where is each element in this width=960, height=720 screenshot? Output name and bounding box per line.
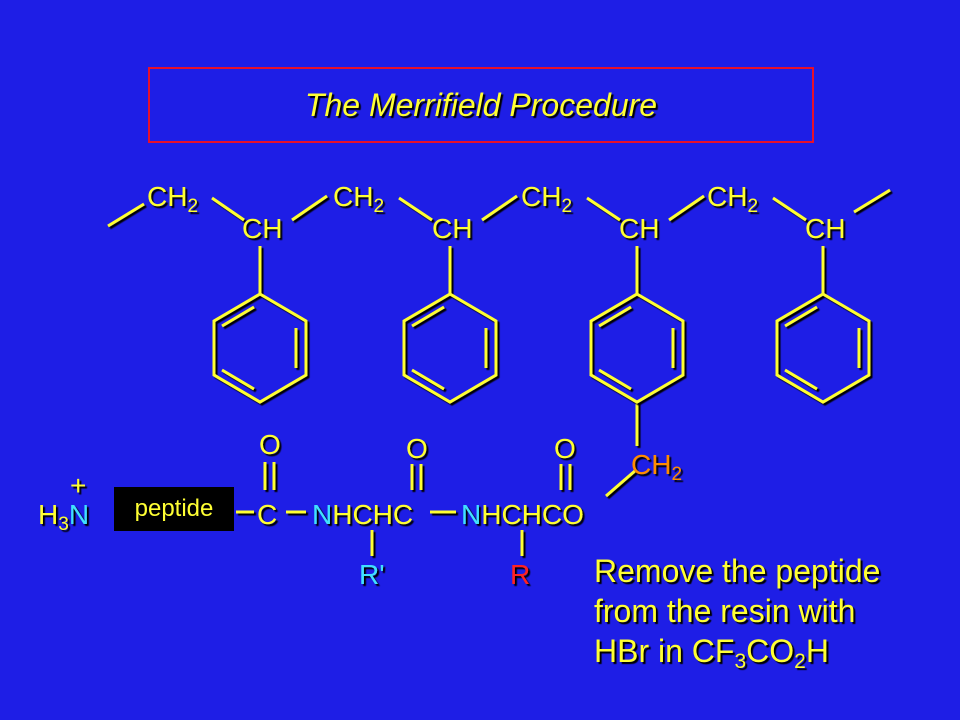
chain-segment-2: NHCHCO [461, 499, 584, 530]
ch2-label-4: CH2 [707, 181, 758, 217]
note-line-2: from the resin with [594, 593, 856, 629]
note-line-1: Remove the peptide [594, 553, 881, 589]
carbonyl-carbon: C [257, 499, 277, 530]
ch-label-3: CH [619, 213, 659, 244]
backbone-labels: CH2 CH2 CH2 CH2 CH CH CH CH [147, 181, 845, 244]
benzene-ring-1 [212, 292, 308, 404]
peptide-label: peptide [134, 495, 214, 522]
benzene-ring-3 [589, 292, 685, 404]
oxygen-labels: O O O [259, 429, 576, 464]
carbonyl-double-bonds [263, 462, 572, 490]
side-chain-r-prime: R' [359, 559, 385, 590]
backbone-bonds [107, 188, 891, 498]
side-chain-r: R [510, 559, 530, 590]
charge-plus: + [70, 470, 86, 501]
peptide-box: peptide [114, 487, 234, 531]
ch2-label-3: CH2 [521, 181, 572, 217]
chain-segment-1: NHCHC [312, 499, 413, 530]
oxygen-label-3: O [554, 433, 576, 464]
ch-label-1: CH [242, 213, 282, 244]
ch2-label-2: CH2 [333, 181, 384, 217]
oxygen-label-1: O [259, 429, 281, 460]
note-line-3: HBr in CF3CO2H [594, 633, 829, 673]
page-title: The Merrifield Procedure [304, 86, 658, 123]
benzene-ring-4 [775, 292, 871, 404]
ch-label-4: CH [805, 213, 845, 244]
benzene-rings [212, 292, 871, 404]
chain-bonds [236, 510, 524, 556]
oxygen-label-2: O [406, 433, 428, 464]
benzene-ring-2 [402, 292, 498, 404]
instruction-note: Remove the peptide from the resin with H… [594, 551, 954, 673]
ch-label-2: CH [432, 213, 472, 244]
linker-ch2-label: CH2 [631, 449, 682, 485]
title-frame: The Merrifield Procedure [148, 67, 814, 143]
ch2-label-1: CH2 [147, 181, 198, 217]
amino-terminus: H3N [38, 499, 89, 535]
